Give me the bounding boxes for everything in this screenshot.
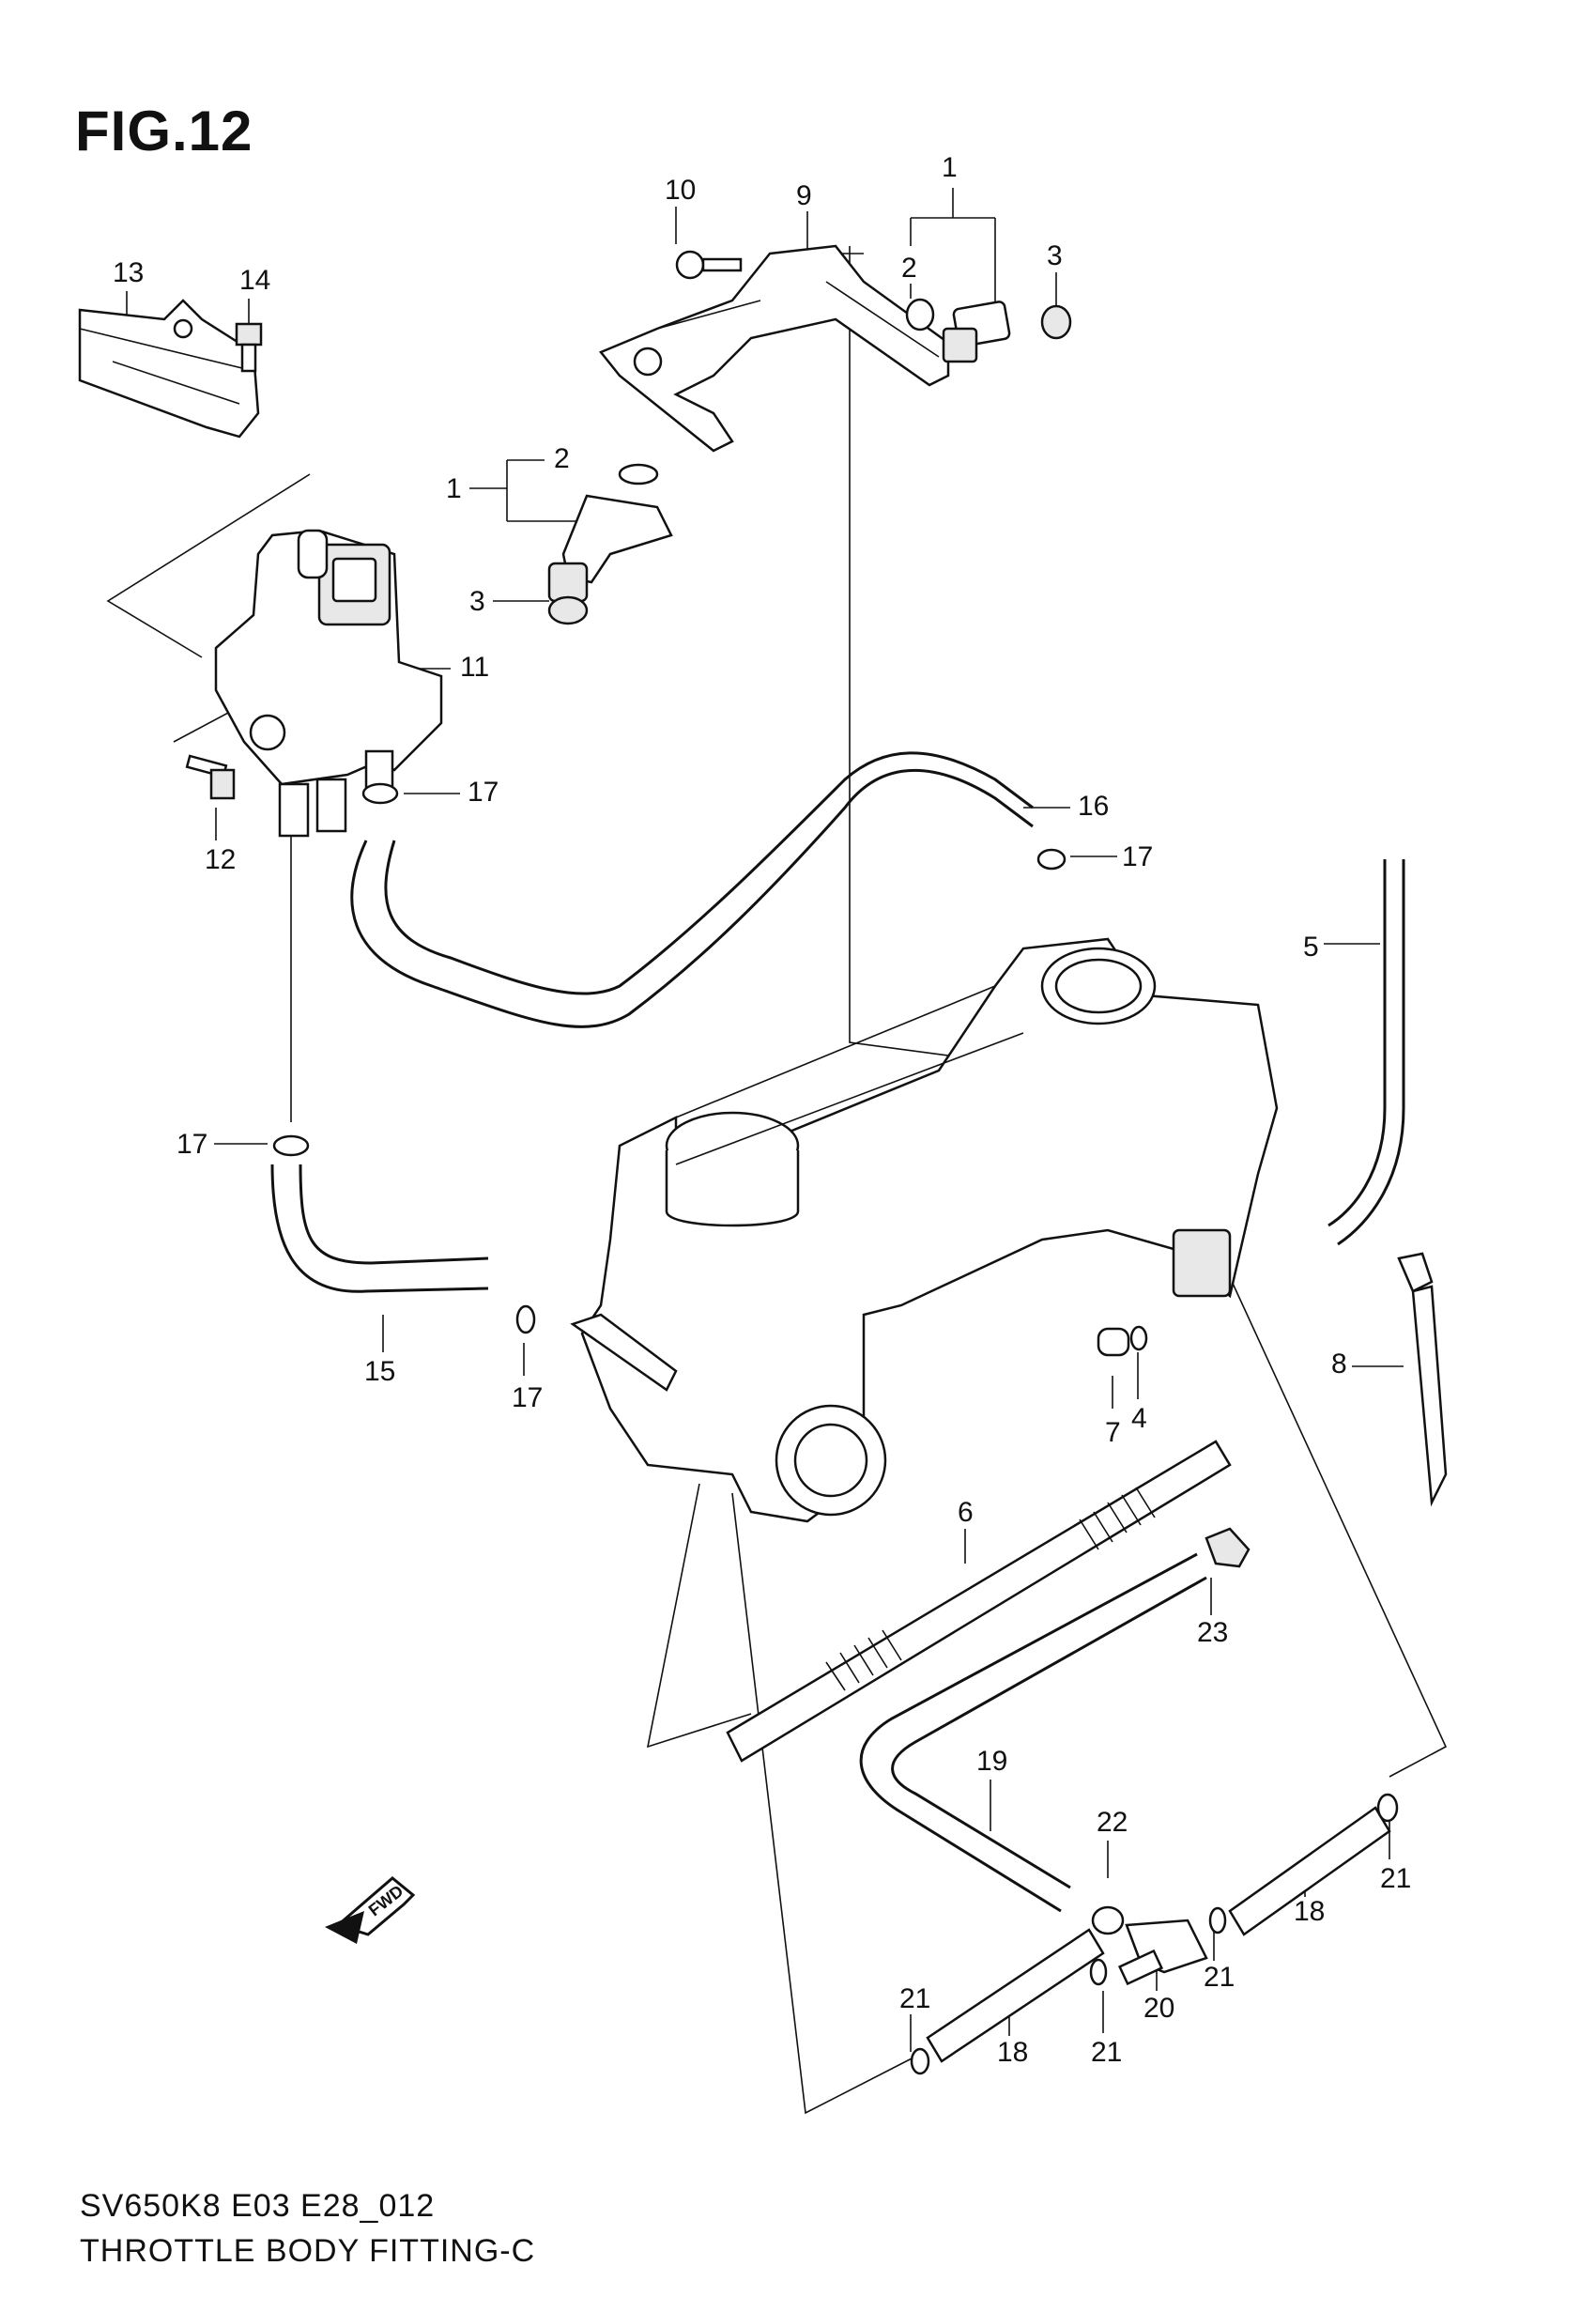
callout-21-d: 21 xyxy=(899,1983,930,2014)
callout-15: 15 xyxy=(364,1356,395,1387)
callout-14: 14 xyxy=(239,265,270,296)
callout-8: 8 xyxy=(1331,1349,1347,1379)
hose-15 xyxy=(270,1164,489,1293)
injector-1-top xyxy=(942,301,1011,363)
callout-18-right: 18 xyxy=(1294,1896,1325,1927)
callout-10: 10 xyxy=(665,175,696,206)
injector-1-left xyxy=(547,494,673,603)
callout-17-d: 17 xyxy=(512,1382,543,1413)
callout-7: 7 xyxy=(1105,1417,1121,1448)
callout-3-left: 3 xyxy=(469,586,485,617)
callout-17-c: 17 xyxy=(176,1129,207,1160)
cable-tie-8 xyxy=(1397,1252,1448,1507)
t-joint-20 xyxy=(1117,1919,1208,1986)
bolt-12 xyxy=(185,754,236,800)
clamp-21-a xyxy=(1376,1793,1399,1823)
callout-22: 22 xyxy=(1097,1807,1128,1838)
hose-5 xyxy=(1327,859,1387,1227)
cap-7 xyxy=(1097,1327,1130,1357)
valve-block-11 xyxy=(214,529,443,838)
callout-6: 6 xyxy=(958,1497,974,1528)
callout-2-top: 2 xyxy=(901,253,917,284)
figure-code: SV650K8 E03 E28_012 xyxy=(80,2188,436,2224)
clamp-21-c xyxy=(1089,1958,1108,1986)
o-ring-2-left xyxy=(618,463,659,486)
callout-17-a: 17 xyxy=(468,777,499,808)
callout-12: 12 xyxy=(205,844,236,875)
forward-arrow-icon: FWD xyxy=(325,1876,416,1944)
callout-5: 5 xyxy=(1303,932,1319,963)
callout-labels: 1 2 3 1 2 3 4 5 6 7 8 9 10 11 12 13 14 1… xyxy=(113,152,1411,2068)
callout-21-b: 21 xyxy=(1204,1962,1235,1993)
callout-21-c: 21 xyxy=(1091,2037,1122,2068)
seal-3-left xyxy=(547,595,589,625)
clamp-17-b xyxy=(1036,848,1067,871)
hose-19 xyxy=(859,1552,1198,1913)
callout-9: 9 xyxy=(796,180,812,211)
hose-18-bottom xyxy=(926,1928,1105,2063)
callout-2-left: 2 xyxy=(554,443,570,474)
clamp-17-d xyxy=(515,1304,536,1334)
bolt-14 xyxy=(235,322,263,373)
clamp-21-b xyxy=(1208,1906,1227,1934)
clip-4 xyxy=(1129,1325,1148,1351)
o-ring-2-top xyxy=(905,298,935,331)
callout-11: 11 xyxy=(460,652,489,683)
clamp-21-d xyxy=(910,2047,930,2075)
clamp-17-c xyxy=(272,1134,310,1157)
screw-10 xyxy=(675,250,743,280)
callout-23: 23 xyxy=(1197,1617,1228,1648)
figure-name: THROTTLE BODY FITTING-C xyxy=(80,2233,536,2269)
leader-lines xyxy=(106,188,1448,2115)
clamp-17-a xyxy=(361,782,399,805)
callout-4: 4 xyxy=(1131,1403,1147,1434)
hose-16 xyxy=(350,768,1034,1028)
clamp-22 xyxy=(1091,1905,1125,1935)
callout-20: 20 xyxy=(1143,1993,1174,2024)
callout-1-left: 1 xyxy=(446,473,462,504)
fuel-rail-9 xyxy=(598,244,950,453)
callout-17-b: 17 xyxy=(1122,841,1153,872)
callout-18-bottom: 18 xyxy=(997,2037,1028,2068)
throttle-body xyxy=(570,937,1279,1523)
callout-21-a: 21 xyxy=(1380,1863,1411,1894)
clamp-23 xyxy=(1205,1527,1251,1568)
seal-3-top xyxy=(1040,304,1072,340)
figure-title: FIG.12 xyxy=(75,100,253,162)
callout-1-top: 1 xyxy=(942,152,958,183)
callout-3-top: 3 xyxy=(1047,240,1063,271)
bracket-13 xyxy=(78,299,260,439)
hose-18-right xyxy=(1228,1806,1391,1936)
callout-19: 19 xyxy=(976,1746,1007,1777)
callout-16: 16 xyxy=(1078,791,1109,822)
tube-6 xyxy=(726,1440,1232,1763)
callout-13: 13 xyxy=(113,257,144,288)
